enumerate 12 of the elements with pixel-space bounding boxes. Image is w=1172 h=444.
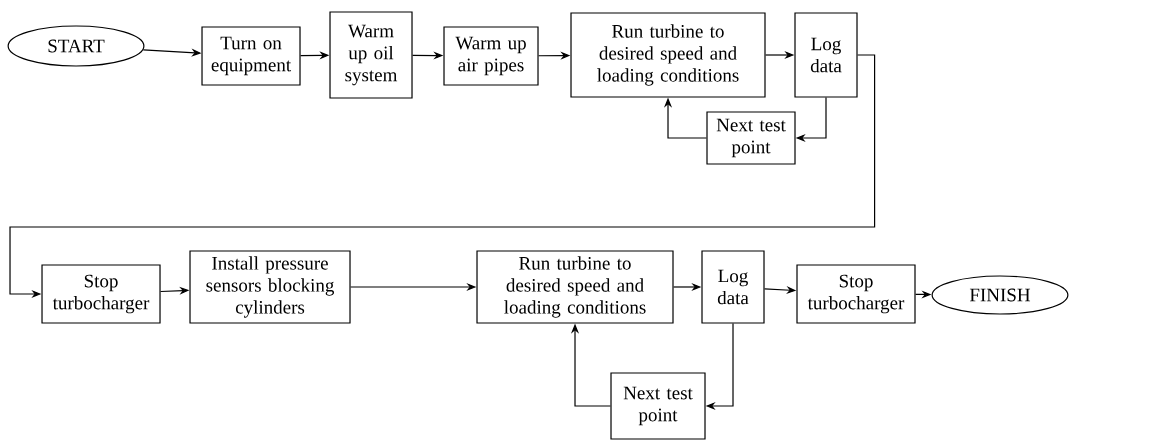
- process-box: Run turbine to desired speed and loading conditions: [476, 250, 674, 324]
- process-box: Next test point: [706, 111, 796, 165]
- process-box: Next test point: [610, 372, 706, 440]
- process-box: Stop turbocharger: [796, 264, 916, 324]
- process-box: Log data: [794, 12, 858, 98]
- process-box: Warm up oil system: [329, 11, 413, 99]
- process-box: Run turbine to desired speed and loading conditions: [570, 12, 766, 98]
- process-box: Warm up air pipes: [443, 26, 539, 86]
- process-box: Turn on equipment: [201, 26, 301, 86]
- process-box: Install pressure sensors blocking cylinders: [189, 250, 351, 324]
- process-box: Stop turbocharger: [41, 264, 161, 324]
- process-box: Log data: [701, 250, 765, 324]
